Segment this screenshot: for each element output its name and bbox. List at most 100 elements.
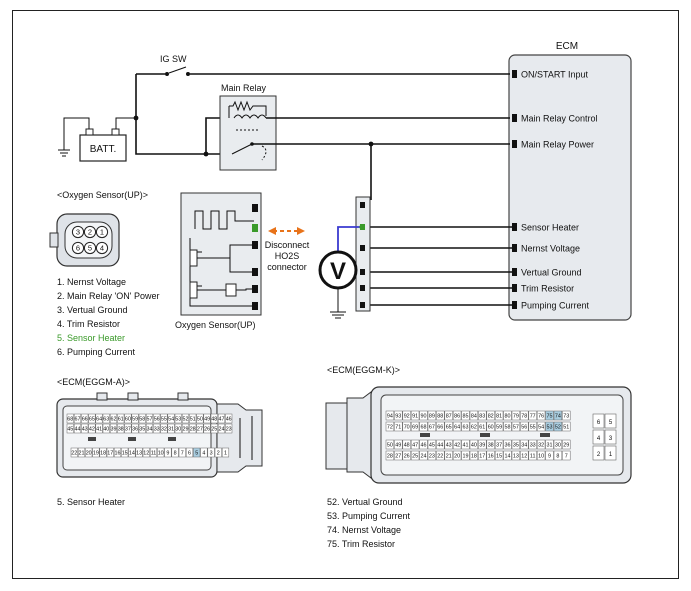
ecm-k-pin-number: 31 <box>547 443 553 449</box>
ecm-k-pin-number: 32 <box>538 443 544 449</box>
ecm-a-pin-number: 59 <box>132 417 138 423</box>
ecm-a-pin-cell <box>160 423 168 434</box>
ecm-k-pin-number: 62 <box>471 425 477 431</box>
ecm-title: ECM <box>556 41 578 52</box>
sensor-box-pin <box>252 224 258 232</box>
ecm-k-side-pin-number: 6 <box>597 420 601 426</box>
ecm-k-pin-cell <box>528 450 537 461</box>
ecm-a-pin-number: 41 <box>96 427 102 433</box>
ecm-pin-label: Pumping Current <box>521 301 590 311</box>
ecm-k-pin-number: 36 <box>505 443 511 449</box>
ecm-k-pin-cell <box>562 410 571 421</box>
ecm-k-pin-cell <box>494 410 504 421</box>
ecm-a-pin-number: 7 <box>181 451 184 457</box>
ecm-k-pin-number: 61 <box>479 425 485 431</box>
ecm-k-pin-number: 88 <box>437 414 443 420</box>
ecm-a-pin-cell <box>185 447 194 458</box>
ecm-k-pin-cell <box>452 421 462 432</box>
disconnect-line-3: connector <box>267 262 307 272</box>
ecm-a-pin-number: 40 <box>103 427 109 433</box>
ecm-a-pin-number: 5 <box>195 451 198 457</box>
ecm-a-pin-number: 22 <box>71 451 77 457</box>
ecm-a-pin-cell <box>92 447 100 458</box>
ecm-k-pin-number: 76 <box>538 414 544 420</box>
ecm-k-pin-cell <box>385 450 395 461</box>
sensor-cell-2 <box>189 281 198 299</box>
ecm-a-pin-number: 26 <box>204 427 210 433</box>
ecm-a-pin-cell <box>153 423 161 434</box>
sensor-box-pin <box>252 285 258 293</box>
ecm-a-pin-cell <box>181 423 190 434</box>
ecm-k-pin-cell <box>436 421 445 432</box>
ecm-k-pin-number: 28 <box>387 454 393 460</box>
ecm-k-pin-number: 13 <box>513 454 519 460</box>
ecm-k-pin-cell <box>520 439 529 450</box>
ecm-k-pin-cell <box>545 439 554 450</box>
ecm-a-pin-cell <box>106 447 114 458</box>
ecm-k-pin-cell <box>494 421 504 432</box>
ecm-k-pin-number: 74 <box>555 414 561 420</box>
ecm-a-pin-cell <box>189 423 197 434</box>
sensor-face-pin-number: 5 <box>88 244 92 253</box>
ecm-k-pin-number: 16 <box>488 454 494 460</box>
relay-return-arc <box>261 145 267 161</box>
ecm-k-pin-cell <box>394 421 403 432</box>
strip-pin <box>360 202 365 208</box>
ecm-k-pin-cell <box>394 439 403 450</box>
sensor-face-pin-number: 3 <box>76 228 80 237</box>
junction-batt <box>133 115 139 121</box>
ecm-a-pin-cell <box>77 447 86 458</box>
ecm-pin-terminal <box>512 301 517 309</box>
ecm-k-pin-number: 24 <box>421 454 427 460</box>
ecm-k-pin-cell <box>436 439 445 450</box>
ecm-k-pin-number: 29 <box>563 443 569 449</box>
ecm-k-pin-cell <box>436 410 445 421</box>
ecm-k-pin-number: 26 <box>404 454 410 460</box>
ecm-pin-terminal <box>512 70 517 78</box>
ecm-k-pin-number: 83 <box>479 414 485 420</box>
ecm-a-pin-number: 33 <box>154 427 160 433</box>
ecm-k-pin-number: 48 <box>404 443 410 449</box>
ecm-k-pin-cell <box>410 439 420 450</box>
ecm-k-pin-number: 23 <box>429 454 435 460</box>
ecm-a-pin-number: 47 <box>219 417 225 423</box>
ecm-a-pin-number: 1 <box>224 451 227 457</box>
ecm-k-pin-number: 18 <box>471 454 477 460</box>
ecm-k-pin-number: 45 <box>429 443 435 449</box>
ecm-k-pin-number: 85 <box>463 414 469 420</box>
ecm-k-pin-cell <box>394 450 403 461</box>
ecm-a-pin-number: 17 <box>107 451 113 457</box>
battery: BATT. <box>79 128 127 162</box>
probe-point <box>359 224 365 230</box>
ecm-k-pin-number: 10 <box>538 454 544 460</box>
ecm-k-pin-number: 40 <box>471 443 477 449</box>
sensor-face-pin-number: 1 <box>100 228 104 237</box>
ecm-a-pin-cell <box>81 413 89 424</box>
ecm-a-pin-cell <box>225 423 233 434</box>
ecm-k-pin-cell <box>444 421 453 432</box>
ecm-k-pin-cell <box>469 439 479 450</box>
ecm-k-pin-cell <box>427 421 437 432</box>
ecm-k-pin-number: 82 <box>488 414 494 420</box>
ecm-k-pin-cell <box>478 410 487 421</box>
ecm-a-key <box>128 437 136 441</box>
ecm-a-pin-number: 62 <box>111 417 117 423</box>
ecm-k-pin-number: 20 <box>454 454 460 460</box>
oxygen-sensor-pin-item: 5. Sensor Heater <box>57 333 125 343</box>
ecm-k-pin-cell <box>486 410 495 421</box>
ecm-a-pin-number: 29 <box>183 427 189 433</box>
ecm-k-pin-number: 73 <box>563 414 569 420</box>
ecm-k-pin-cell <box>494 439 504 450</box>
ecm-k-pin-cell <box>545 410 554 421</box>
ecm-pin-label: Trim Resistor <box>521 284 574 294</box>
ecm-k-pin-cell <box>545 450 554 461</box>
ecm-k-key <box>540 433 550 437</box>
ecm-a-pin-number: 6 <box>188 451 191 457</box>
ecm-k-pin-number: 43 <box>446 443 452 449</box>
ecm-k-pin-cell <box>562 450 571 461</box>
ecm-a-pin-cell <box>157 447 165 458</box>
strip-pin <box>360 269 365 275</box>
ecm-a-pin-cell <box>160 413 168 424</box>
